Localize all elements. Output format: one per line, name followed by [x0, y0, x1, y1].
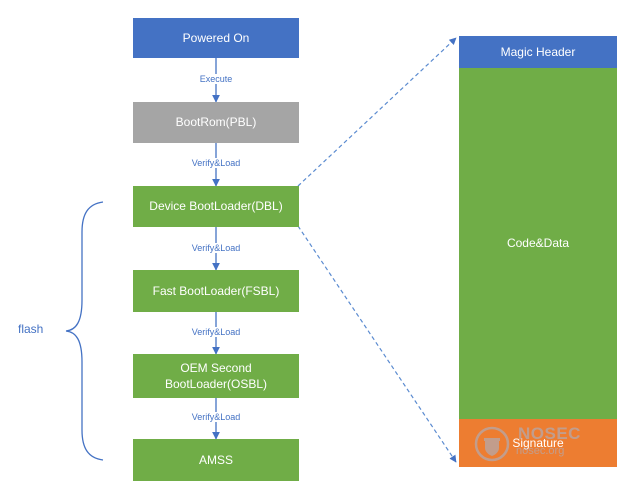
magic-header-block: Magic Header: [459, 36, 617, 68]
flash-brace: [65, 201, 104, 461]
edge-label-execute: Execute: [197, 74, 235, 84]
edge-label-verify-load: Verify&Load: [189, 243, 243, 253]
dbl-box: Device BootLoader(DBL): [133, 186, 299, 227]
watermark-url: nosec.org: [516, 445, 565, 457]
fsbl-label: Fast BootLoader(FSBL): [152, 283, 280, 298]
shield-icon: [474, 426, 510, 462]
fsbl-box: Fast BootLoader(FSBL): [133, 270, 299, 312]
edge-label-verify-load: Verify&Load: [189, 158, 243, 168]
edge-label-verify-load: Verify&Load: [189, 327, 243, 337]
osbl-box: OEM Second BootLoader(OSBL): [133, 354, 299, 398]
bootrom-box: BootRom(PBL): [133, 102, 299, 143]
amss-label: AMSS: [198, 452, 233, 467]
code-data-block: Code&Data: [459, 68, 617, 419]
code-data-label: Code&Data: [506, 236, 570, 251]
osbl-label: OEM Second BootLoader(OSBL): [164, 360, 268, 391]
watermark: NOSEC nosec.org: [474, 424, 594, 464]
magic-header-label: Magic Header: [500, 44, 576, 59]
dbl-label: Device BootLoader(DBL): [149, 199, 283, 214]
dashed-line-bottom: [297, 225, 457, 463]
powered-on-label: Powered On: [182, 30, 250, 45]
signature-label: Signature: [512, 435, 564, 450]
flash-label: flash: [18, 322, 44, 336]
watermark-title: NOSEC: [518, 424, 581, 443]
dashed-line-top: [297, 37, 457, 187]
edge-label-verify-load: Verify&Load: [189, 412, 243, 422]
bootrom-label: BootRom(PBL): [175, 115, 257, 130]
amss-box: AMSS: [133, 439, 299, 481]
powered-on-box: Powered On: [133, 18, 299, 58]
